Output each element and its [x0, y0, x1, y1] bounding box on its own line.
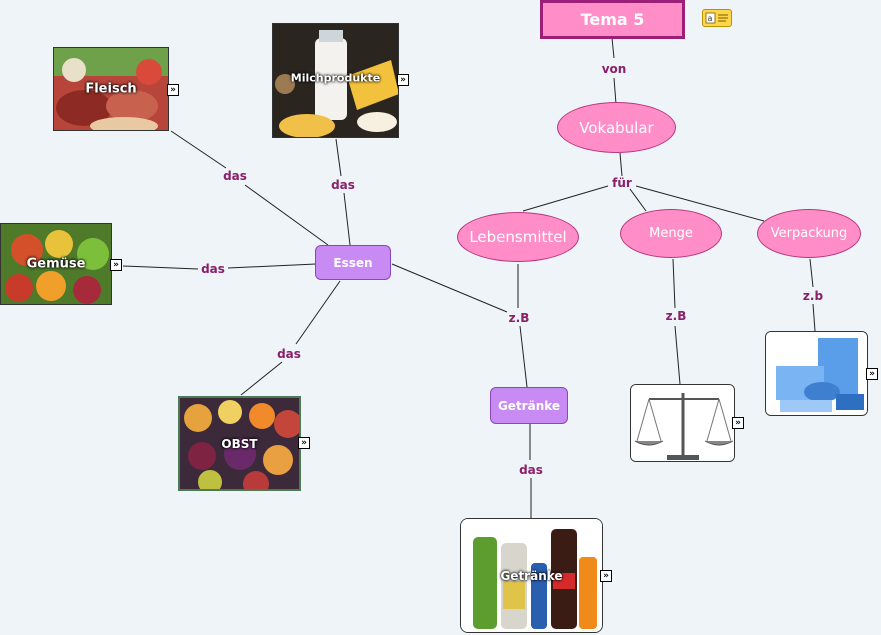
expand-icon[interactable]: » [600, 570, 612, 582]
node-getraenke[interactable]: Getränke [490, 387, 568, 424]
node-essen-label: Essen [333, 255, 373, 270]
image-node-getraenke[interactable]: Getränke [460, 518, 603, 633]
scale-image [631, 385, 734, 461]
node-menge-label: Menge [649, 226, 693, 241]
link-label-fuer: für [612, 176, 632, 190]
link-label-das-getraenke: das [519, 463, 543, 477]
node-lebensmittel-label: Lebensmittel [469, 228, 567, 246]
packaging-image [766, 332, 867, 415]
link-label-zb-verpackung: z.b [802, 289, 824, 303]
svg-text:a: a [708, 14, 713, 23]
link-label-das-obst: das [277, 347, 301, 361]
link-label-von: von [601, 62, 627, 76]
meat-image [54, 48, 168, 130]
node-menge[interactable]: Menge [620, 209, 722, 258]
expand-icon[interactable]: » [397, 74, 409, 86]
node-essen[interactable]: Essen [315, 245, 391, 280]
expand-icon[interactable]: » [110, 259, 122, 271]
link-label-das-milchprodukte: das [331, 178, 355, 192]
link-label-zb-lebensmittel: z.B [508, 311, 530, 325]
link-label-das-fleisch: das [223, 169, 247, 183]
node-vokabular[interactable]: Vokabular [557, 102, 676, 153]
link-label-zb-menge: z.B [665, 309, 687, 323]
image-node-obst[interactable]: OBST [178, 396, 301, 491]
image-caption-fleisch: Fleisch [85, 81, 137, 97]
note-icon-glyph: a [705, 12, 728, 24]
image-caption-obst: OBST [221, 436, 258, 451]
expand-icon[interactable]: » [866, 368, 878, 380]
image-node-milchprodukte[interactable]: Milchprodukte [272, 23, 399, 138]
dairy-image [273, 24, 398, 137]
vegetables-image [1, 224, 111, 304]
link-label-das-gemuese: das [201, 262, 225, 276]
node-verpackung[interactable]: Verpackung [757, 209, 861, 258]
node-lebensmittel[interactable]: Lebensmittel [457, 212, 579, 262]
note-icon[interactable]: a [702, 9, 732, 27]
node-getraenke-label: Getränke [497, 398, 561, 413]
fruit-image [180, 398, 299, 489]
expand-icon[interactable]: » [167, 84, 179, 96]
image-node-gemuese[interactable]: Gemüse [0, 223, 112, 305]
image-caption-gemuese: Gemüse [26, 256, 86, 272]
image-node-menge-scale[interactable] [630, 384, 735, 462]
image-node-fleisch[interactable]: Fleisch [53, 47, 169, 131]
node-verpackung-label: Verpackung [770, 226, 848, 241]
expand-icon[interactable]: » [732, 417, 744, 429]
node-vokabular-label: Vokabular [579, 118, 654, 137]
node-tema-5[interactable]: Tema 5 [540, 0, 685, 39]
image-node-verpackung[interactable] [765, 331, 868, 416]
drinks-image [461, 519, 602, 632]
image-caption-milchprodukte: Milchprodukte [290, 71, 381, 85]
expand-icon[interactable]: » [298, 437, 310, 449]
image-caption-getraenke: Getränke [500, 568, 563, 583]
node-tema-5-label: Tema 5 [580, 10, 645, 29]
